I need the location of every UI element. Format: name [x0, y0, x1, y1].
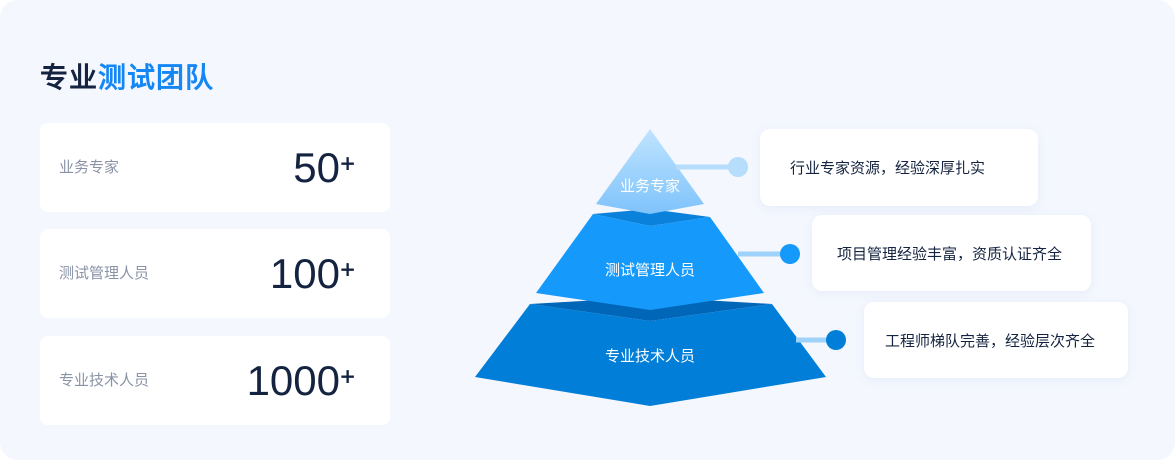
stat-suffix: + — [339, 364, 356, 388]
pyramid-middle-top-band — [593, 209, 710, 226]
stat-card-experts: 业务专家 50 + — [40, 123, 390, 212]
stat-value: 1000 — [246, 357, 340, 404]
pyramid-label-experts: 业务专家 — [619, 177, 681, 195]
connector-dot — [728, 157, 748, 177]
pyramid-tier-top — [596, 129, 704, 214]
title-highlight: 测试团队 — [98, 61, 215, 94]
page-title: 专业测试团队 — [40, 56, 214, 96]
stat-suffix: + — [339, 151, 356, 175]
pyramid-tier-middle — [536, 214, 764, 310]
stat-label: 测试管理人员 — [59, 264, 150, 282]
pyramid-label-managers: 测试管理人员 — [604, 261, 696, 279]
stat-card-managers: 测试管理人员 100 + — [40, 229, 390, 318]
title-dark: 专业 — [40, 61, 99, 94]
stat-value: 100 — [269, 250, 340, 297]
stat-suffix: + — [339, 257, 356, 281]
pyramid-label-technicians: 专业技术人员 — [604, 347, 696, 365]
pyramid-tier-bottom — [475, 304, 826, 406]
stat-value: 50 — [293, 144, 340, 191]
callout-experts: 行业专家资源，经验深厚扎实 — [760, 129, 1038, 206]
stat-card-technicians: 专业技术人员 1000 + — [40, 336, 390, 425]
connector-dot — [780, 244, 800, 264]
stat-label: 专业技术人员 — [59, 371, 150, 389]
connector-dot — [826, 330, 846, 350]
callout-technicians: 工程师梯队完善，经验层次齐全 — [864, 302, 1128, 378]
callout-managers: 项目管理经验丰富，资质认证齐全 — [812, 215, 1091, 291]
stat-label: 业务专家 — [59, 158, 120, 176]
